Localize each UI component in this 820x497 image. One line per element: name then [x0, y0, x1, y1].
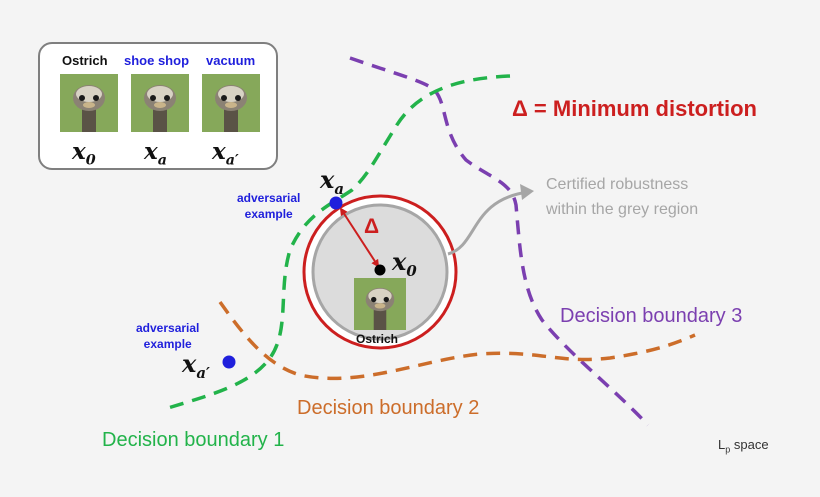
xa-prime-label: xa′ — [182, 349, 210, 382]
certified-arrow — [447, 190, 529, 256]
decision-boundary-2-label: Decision boundary 2 — [297, 397, 480, 419]
delta-label: Δ — [364, 215, 380, 238]
legend-box: Ostrich shoe shop vacuum — [38, 42, 278, 170]
decision-boundary-1-label: Decision boundary 1 — [102, 429, 285, 451]
certified-arrowhead — [520, 184, 534, 200]
ostrich-image-shoe-shop — [131, 74, 189, 132]
legend-xa-label: xa — [144, 138, 167, 169]
decision-boundary-3-label: Decision boundary 3 — [560, 305, 743, 327]
ostrich-image — [60, 74, 118, 132]
x0-point — [374, 264, 386, 276]
legend-label-shoe-shop: shoe shop — [124, 53, 190, 68]
minimum-distortion-title: Δ = Minimum distortion — [512, 96, 757, 121]
ostrich-image-vacuum — [202, 74, 260, 132]
center-ostrich-label: Ostrich — [356, 332, 399, 346]
legend-xa-prime-label: xa′ — [212, 138, 239, 169]
decision-boundary-3-curve — [349, 56, 650, 427]
legend-label-ostrich: Ostrich — [62, 53, 108, 68]
x0-label: x0 — [392, 247, 417, 280]
certified-text-line-1: Certified robustness — [546, 176, 689, 193]
xa-point — [329, 196, 343, 210]
xa-prime-point — [222, 355, 236, 369]
legend-x0-label: x0 — [72, 138, 96, 169]
decision-boundary-2-curve — [218, 300, 696, 381]
lp-space-label: Lp space — [718, 437, 769, 455]
delta-arrow — [339, 207, 380, 268]
decision-boundary-1-curve — [167, 74, 511, 410]
certified-text-line-2: within the grey region — [546, 201, 699, 218]
legend-label-vacuum: vacuum — [206, 53, 256, 68]
center-ostrich-image — [354, 278, 406, 330]
xa-label: xa — [320, 165, 344, 198]
